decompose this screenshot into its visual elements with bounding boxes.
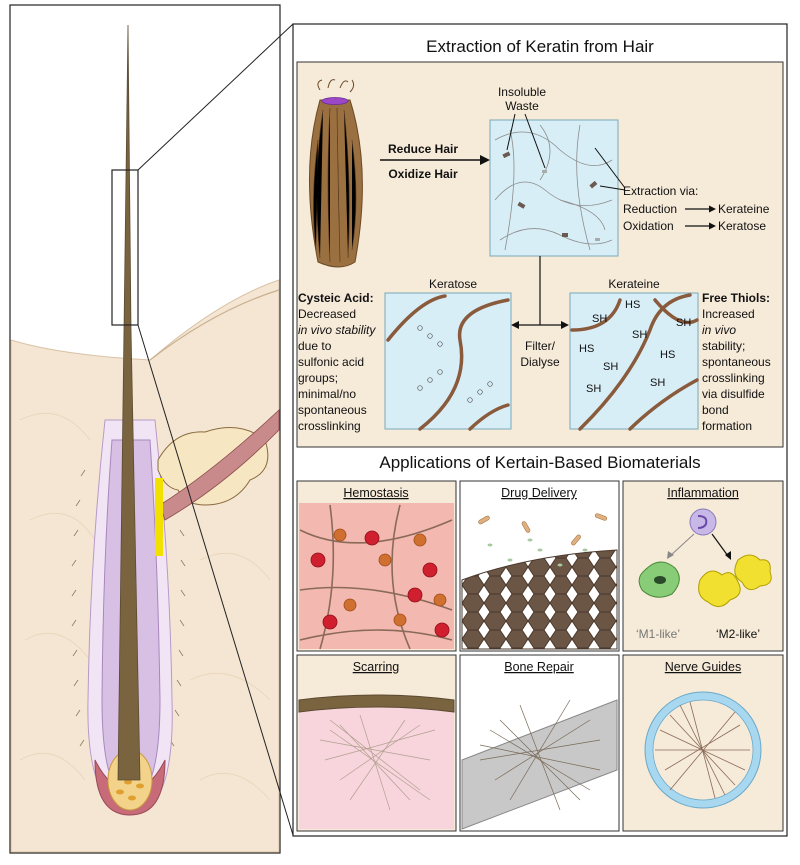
thiol-labels: SH HS SH SH HS SH HS SH SH xyxy=(579,299,691,395)
cysteic-text-3: due to xyxy=(298,339,332,353)
zoom-line-bottom xyxy=(137,324,294,836)
skin-surface-line xyxy=(149,289,280,361)
thiol-label-5: HS xyxy=(579,343,594,355)
thiol-label-2: HS xyxy=(625,299,640,311)
tile-bone-repair: Bone Repair xyxy=(459,654,620,832)
cysteic-text-2: in vivo stability xyxy=(298,323,376,337)
keratose-box xyxy=(384,292,512,430)
cysteic-text-8: crosslinking xyxy=(298,419,361,433)
cysteic-text-5: groups; xyxy=(298,371,338,385)
oxidize-hair-label: Oxidize Hair xyxy=(388,167,458,181)
extraction-title: Extraction of Keratin from Hair xyxy=(426,37,654,56)
keratose-product-label: Keratose xyxy=(718,219,766,233)
solution-fibers xyxy=(494,124,613,251)
arrector-pili-muscle xyxy=(159,409,280,521)
thiols-text-2: in vivo xyxy=(702,323,736,337)
sulfonic-groups xyxy=(417,325,493,403)
insoluble-particles xyxy=(502,151,600,241)
extraction-via-arrows xyxy=(594,147,626,191)
keratose-fibers xyxy=(386,294,510,431)
filter-right-arrowhead xyxy=(561,321,569,329)
filter-dialyse-line2: Dialyse xyxy=(520,355,560,369)
thiols-text-1: Increased xyxy=(702,307,755,321)
reduce-hair-label: Reduce Hair xyxy=(388,142,458,156)
thiols-text-7: bond xyxy=(702,403,729,417)
m1-like-label: ‘M1-like’ xyxy=(636,627,680,641)
m2-like-label: ‘M2-like’ xyxy=(716,627,760,641)
thiols-text-5: crosslinking xyxy=(702,371,765,385)
tile-drug-delivery: Drug Delivery xyxy=(459,480,620,652)
oxidation-label: Oxidation xyxy=(623,219,674,233)
thiols-text-6: via disulfide xyxy=(702,387,765,401)
thiol-label-3: SH xyxy=(632,329,647,341)
cysteic-text-6: minimal/no xyxy=(298,387,356,401)
cysteic-text-4: sulfonic acid xyxy=(298,355,364,369)
tile-nerve-guides-title: Nerve Guides xyxy=(665,660,741,674)
tile-inflammation-title: Inflammation xyxy=(667,486,739,500)
cysteic-text-1: Decreased xyxy=(298,307,356,321)
tile-bone-repair-title: Bone Repair xyxy=(504,660,574,674)
filter-left-arrowhead xyxy=(511,321,519,329)
thiols-text-4: spontaneous xyxy=(702,355,771,369)
insoluble-waste-label-line1: Insoluble xyxy=(498,85,546,99)
keratose-box-title: Keratose xyxy=(429,277,477,291)
insoluble-waste-label-line2: Waste xyxy=(505,99,539,113)
thiols-text-3: stability; xyxy=(702,339,745,353)
thiols-text-8: formation xyxy=(702,419,752,433)
reduction-arrowhead xyxy=(709,205,716,213)
thiol-label-6: SH xyxy=(603,361,618,373)
zoom-line-top xyxy=(137,23,294,171)
thiol-label-9: SH xyxy=(650,377,665,389)
cysteic-text-7: spontaneous xyxy=(298,403,367,417)
cysteic-acid-heading: Cysteic Acid: xyxy=(298,291,374,305)
thiol-label-7: HS xyxy=(660,349,675,361)
dermis-fibers xyxy=(19,413,271,801)
kerateine-fibers xyxy=(570,293,699,431)
oxidation-arrowhead xyxy=(709,222,716,230)
kerateine-product-label: Kerateine xyxy=(718,202,770,216)
tile-drug-delivery-title: Drug Delivery xyxy=(501,486,577,500)
insoluble-waste-arrows xyxy=(506,113,546,169)
thiol-label-4: SH xyxy=(676,317,691,329)
tile-scarring: Scarring xyxy=(296,654,457,832)
extraction-via-label: Extraction via: xyxy=(623,184,698,198)
zoom-box xyxy=(111,169,139,326)
tile-hemostasis-title: Hemostasis xyxy=(343,486,408,500)
thiol-label-1: SH xyxy=(592,313,607,325)
process-arrowhead xyxy=(480,155,490,165)
thiol-label-8: SH xyxy=(586,383,601,395)
tile-nerve-guides: Nerve Guides xyxy=(622,654,784,832)
hair-bundle-illustration xyxy=(308,79,363,268)
filter-dialyse-line1: Filter/ xyxy=(525,339,556,353)
tile-hemostasis: Hemostasis xyxy=(296,480,457,652)
tile-scarring-title: Scarring xyxy=(353,660,400,674)
applications-title: Applications of Kertain-Based Biomateria… xyxy=(379,453,700,472)
kerateine-box-title: Kerateine xyxy=(608,277,660,291)
tile-inflammation: Inflammation ‘M1-like’ ‘M2-like’ xyxy=(622,480,784,652)
hair-shaft xyxy=(117,24,141,781)
reduction-label: Reduction xyxy=(623,202,677,216)
free-thiols-heading: Free Thiols: xyxy=(702,291,770,305)
highlight-bar xyxy=(155,478,163,556)
follicle-panel xyxy=(9,4,281,854)
